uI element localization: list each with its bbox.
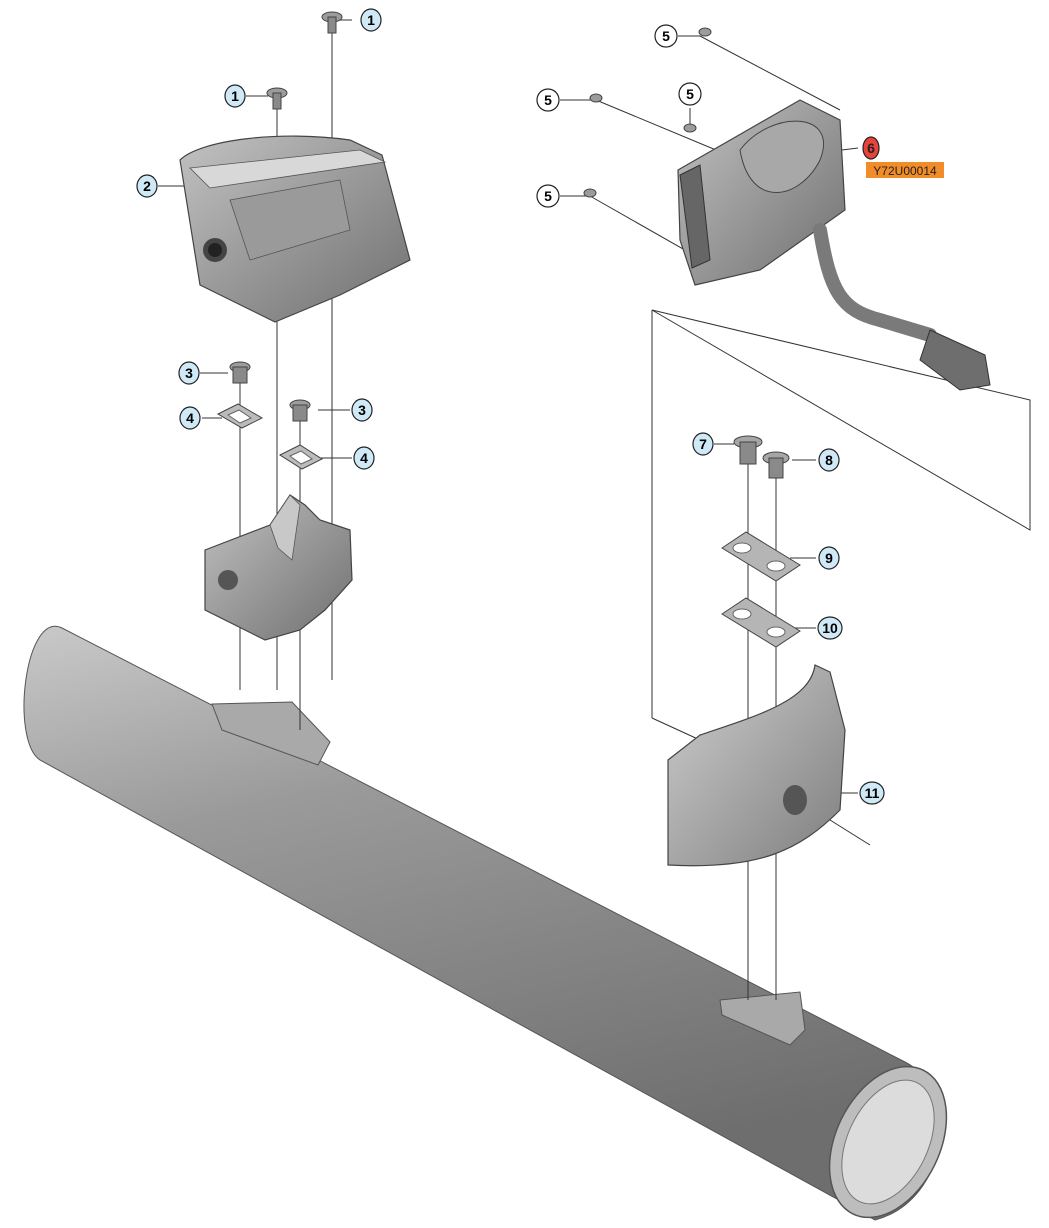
part-code-text: Y72U00014 bbox=[873, 164, 937, 178]
upper-housing bbox=[179, 135, 411, 323]
callout-3-left: 3 bbox=[178, 361, 200, 385]
screw-part-1-top bbox=[321, 11, 343, 34]
callout-label: 5 bbox=[544, 188, 552, 204]
screw-part-1-left bbox=[266, 87, 288, 110]
callout-4-left: 4 bbox=[179, 406, 201, 430]
callout-label: 1 bbox=[231, 88, 239, 104]
lower-bracket bbox=[204, 494, 353, 641]
screw-part-5-c bbox=[683, 123, 697, 133]
callout-1-left: 1 bbox=[224, 84, 246, 108]
screw-part-5-a bbox=[698, 27, 712, 37]
callout-label: 6 bbox=[867, 140, 875, 156]
callout-11: 11 bbox=[859, 781, 885, 805]
screw-part-5-d bbox=[583, 188, 597, 198]
callout-label: 4 bbox=[360, 450, 368, 466]
callout-5-a: 5 bbox=[654, 24, 678, 48]
handlebar-tube bbox=[23, 625, 948, 1221]
callout-5-d: 5 bbox=[536, 184, 560, 208]
connector-unit bbox=[677, 99, 991, 391]
screw-part-5-b bbox=[589, 93, 603, 103]
callout-9: 9 bbox=[818, 546, 840, 570]
callout-label: 10 bbox=[822, 620, 838, 636]
callout-3-right: 3 bbox=[351, 398, 373, 422]
callout-5-b: 5 bbox=[536, 88, 560, 112]
callout-label: 3 bbox=[358, 402, 366, 418]
cover-part-11 bbox=[667, 664, 846, 867]
washer-part-4-left bbox=[216, 403, 264, 429]
callout-label: 7 bbox=[699, 436, 707, 452]
callout-1-top: 1 bbox=[360, 8, 382, 32]
callout-label: 3 bbox=[185, 365, 193, 381]
plate-part-9 bbox=[721, 531, 801, 582]
callout-label: 5 bbox=[662, 28, 670, 44]
callout-4-right: 4 bbox=[353, 446, 375, 470]
callout-8: 8 bbox=[818, 448, 840, 472]
callout-7: 7 bbox=[692, 432, 714, 456]
callout-5-c: 5 bbox=[678, 82, 702, 106]
callout-label: 2 bbox=[143, 178, 151, 194]
callout-10: 10 bbox=[817, 616, 843, 640]
callout-label: 4 bbox=[186, 410, 194, 426]
screw-part-3-right bbox=[289, 399, 311, 422]
screw-part-3-left bbox=[229, 361, 251, 384]
washer-part-4-right bbox=[278, 444, 324, 470]
callout-label: 9 bbox=[825, 550, 833, 566]
callout-label: 8 bbox=[825, 452, 833, 468]
callout-label: 5 bbox=[544, 92, 552, 108]
plate-part-10 bbox=[721, 597, 801, 648]
callout-label: 11 bbox=[865, 785, 880, 801]
part-code-badge: Y72U00014 bbox=[866, 162, 944, 178]
bolt-part-8 bbox=[762, 451, 790, 479]
bolt-part-7 bbox=[733, 435, 763, 465]
callout-label: 5 bbox=[686, 86, 694, 102]
callout-label: 1 bbox=[367, 12, 375, 28]
callout-6: 6 bbox=[862, 136, 880, 160]
callout-2: 2 bbox=[136, 174, 158, 198]
